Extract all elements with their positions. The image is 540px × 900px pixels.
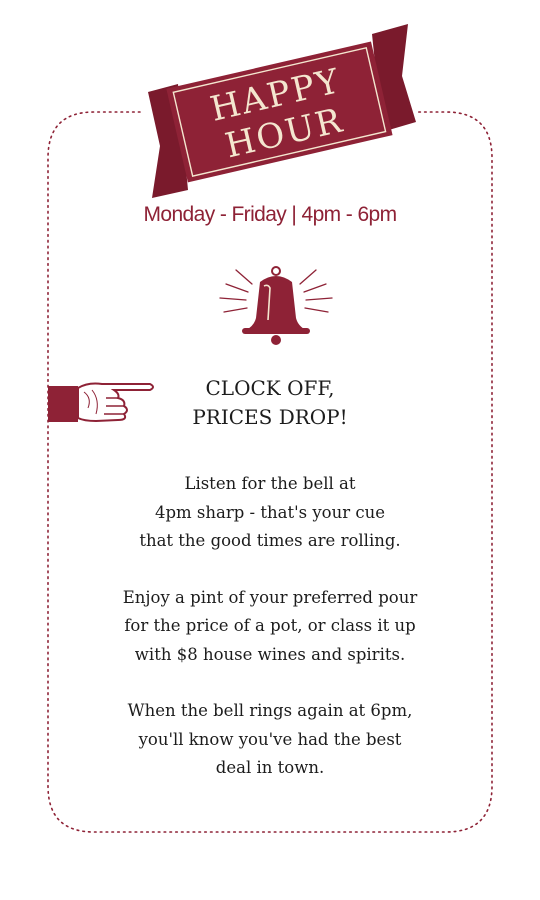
paragraph-line: 4pm sharp - that's your cue: [154, 502, 386, 522]
paragraph-bell: Listen for the bell at 4pm sharp - that'…: [60, 470, 480, 556]
paragraph-line: that the good times are rolling.: [139, 531, 401, 550]
paragraph-line: When the bell rings again at 6pm,: [127, 701, 413, 720]
paragraph-offer: Enjoy a pint of your preferred pour for …: [60, 584, 480, 670]
schedule-text: Monday - Friday | 4pm - 6pm: [143, 203, 397, 226]
banner-ribbon-main: [166, 41, 393, 183]
bell-icon: [219, 266, 333, 345]
paragraph-line: you'll know you've had the best: [138, 729, 402, 749]
paragraph-line: Listen for the bell at: [184, 474, 356, 493]
headline-line2: PRICES DROP!: [192, 405, 348, 429]
paragraph-line: for the price of a pot, or class it up: [124, 616, 416, 635]
happy-hour-banner: HAPPY HOUR: [148, 24, 416, 198]
paragraph-line: deal in town.: [215, 758, 325, 777]
headline-line1: CLOCK OFF,: [205, 376, 335, 400]
paragraph-closing: When the bell rings again at 6pm, you'll…: [60, 697, 480, 783]
pointing-hand-icon: [48, 382, 154, 423]
headline: CLOCK OFF, PRICES DROP!: [140, 374, 400, 432]
body-copy: Listen for the bell at 4pm sharp - that'…: [60, 470, 480, 811]
paragraph-line: with $8 house wines and spirits.: [134, 644, 406, 664]
paragraph-line: Enjoy a pint of your preferred pour: [122, 587, 418, 607]
